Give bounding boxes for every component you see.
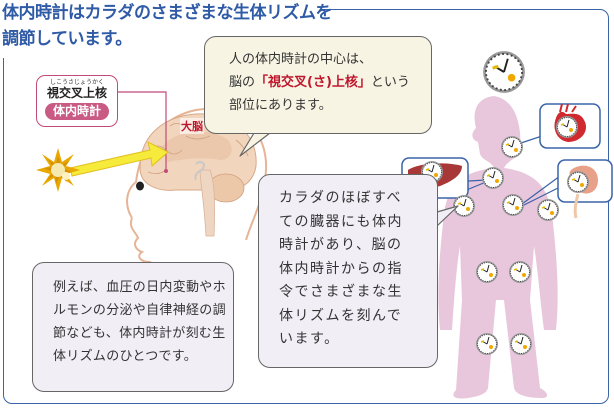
bubble1-text: 脳の bbox=[229, 75, 256, 90]
body-clock-pill: 体内時計 bbox=[44, 103, 109, 120]
bubble3-line: 体リズムのひとつです。 bbox=[53, 349, 198, 364]
bubble2-line: 体リズムを刻んで bbox=[279, 307, 403, 324]
title-line-2: 調節しています。 bbox=[2, 29, 132, 49]
frame-mask bbox=[0, 0, 322, 28]
speech-bubble-example: 例えば、血圧の日内変動やホ ルモンの分泌や自律神経の調 節なども、体内時計が刻む… bbox=[32, 262, 234, 392]
title-line-1: 体内時計はカラダのさまざまな生体リズムを bbox=[2, 3, 333, 23]
brain-label: 大脳 bbox=[180, 118, 204, 134]
bubble3-line: 例えば、血圧の日内変動やホ bbox=[53, 280, 226, 295]
bubble2-line: 令でさまざまな生 bbox=[279, 284, 403, 300]
bubble1-text: という bbox=[370, 75, 410, 90]
bubble2-line: カラダのほぼすべ bbox=[279, 190, 403, 206]
scn-label: 視交叉上核 bbox=[46, 86, 107, 100]
scn-label-box: しこうさじょうかく 視交叉上核 体内時計 bbox=[36, 75, 118, 127]
bubble3-line: 節なども、体内時計が刻む生 bbox=[53, 326, 226, 341]
speech-bubble-center: 人の体内時計の中心は、 脳の「視交叉(さ)上核」という 部位にあります。 bbox=[204, 36, 432, 134]
bubble1-line2: 脳の「視交叉(さ)上核」という bbox=[229, 71, 431, 94]
frame-mask bbox=[0, 28, 160, 58]
bubble2-line: 体内時計からの指 bbox=[279, 260, 403, 277]
scn-ruby: しこうさじょうかく bbox=[49, 79, 104, 86]
bubble1-line1: 人の体内時計の中心は、 bbox=[229, 52, 373, 67]
bubble2-line: 時計があり、脳の bbox=[279, 237, 403, 253]
bubble2-line: います。 bbox=[279, 331, 340, 347]
bubble3-line: ルモンの分泌や自律神経の調 bbox=[53, 303, 226, 318]
highlight-scn: 「視交叉(さ)上核」 bbox=[255, 75, 371, 90]
speech-bubble-organs: カラダのほぼすべ ての臓器にも体内 時計があり、脳の 体内時計からの指 令でさま… bbox=[258, 174, 438, 368]
bubble1-line3: 部位にあります。 bbox=[229, 98, 332, 113]
bubble2-line: ての臓器にも体内 bbox=[279, 213, 403, 230]
page-title: 体内時計はカラダのさまざまな生体リズムを調節しています。 bbox=[2, 0, 333, 52]
